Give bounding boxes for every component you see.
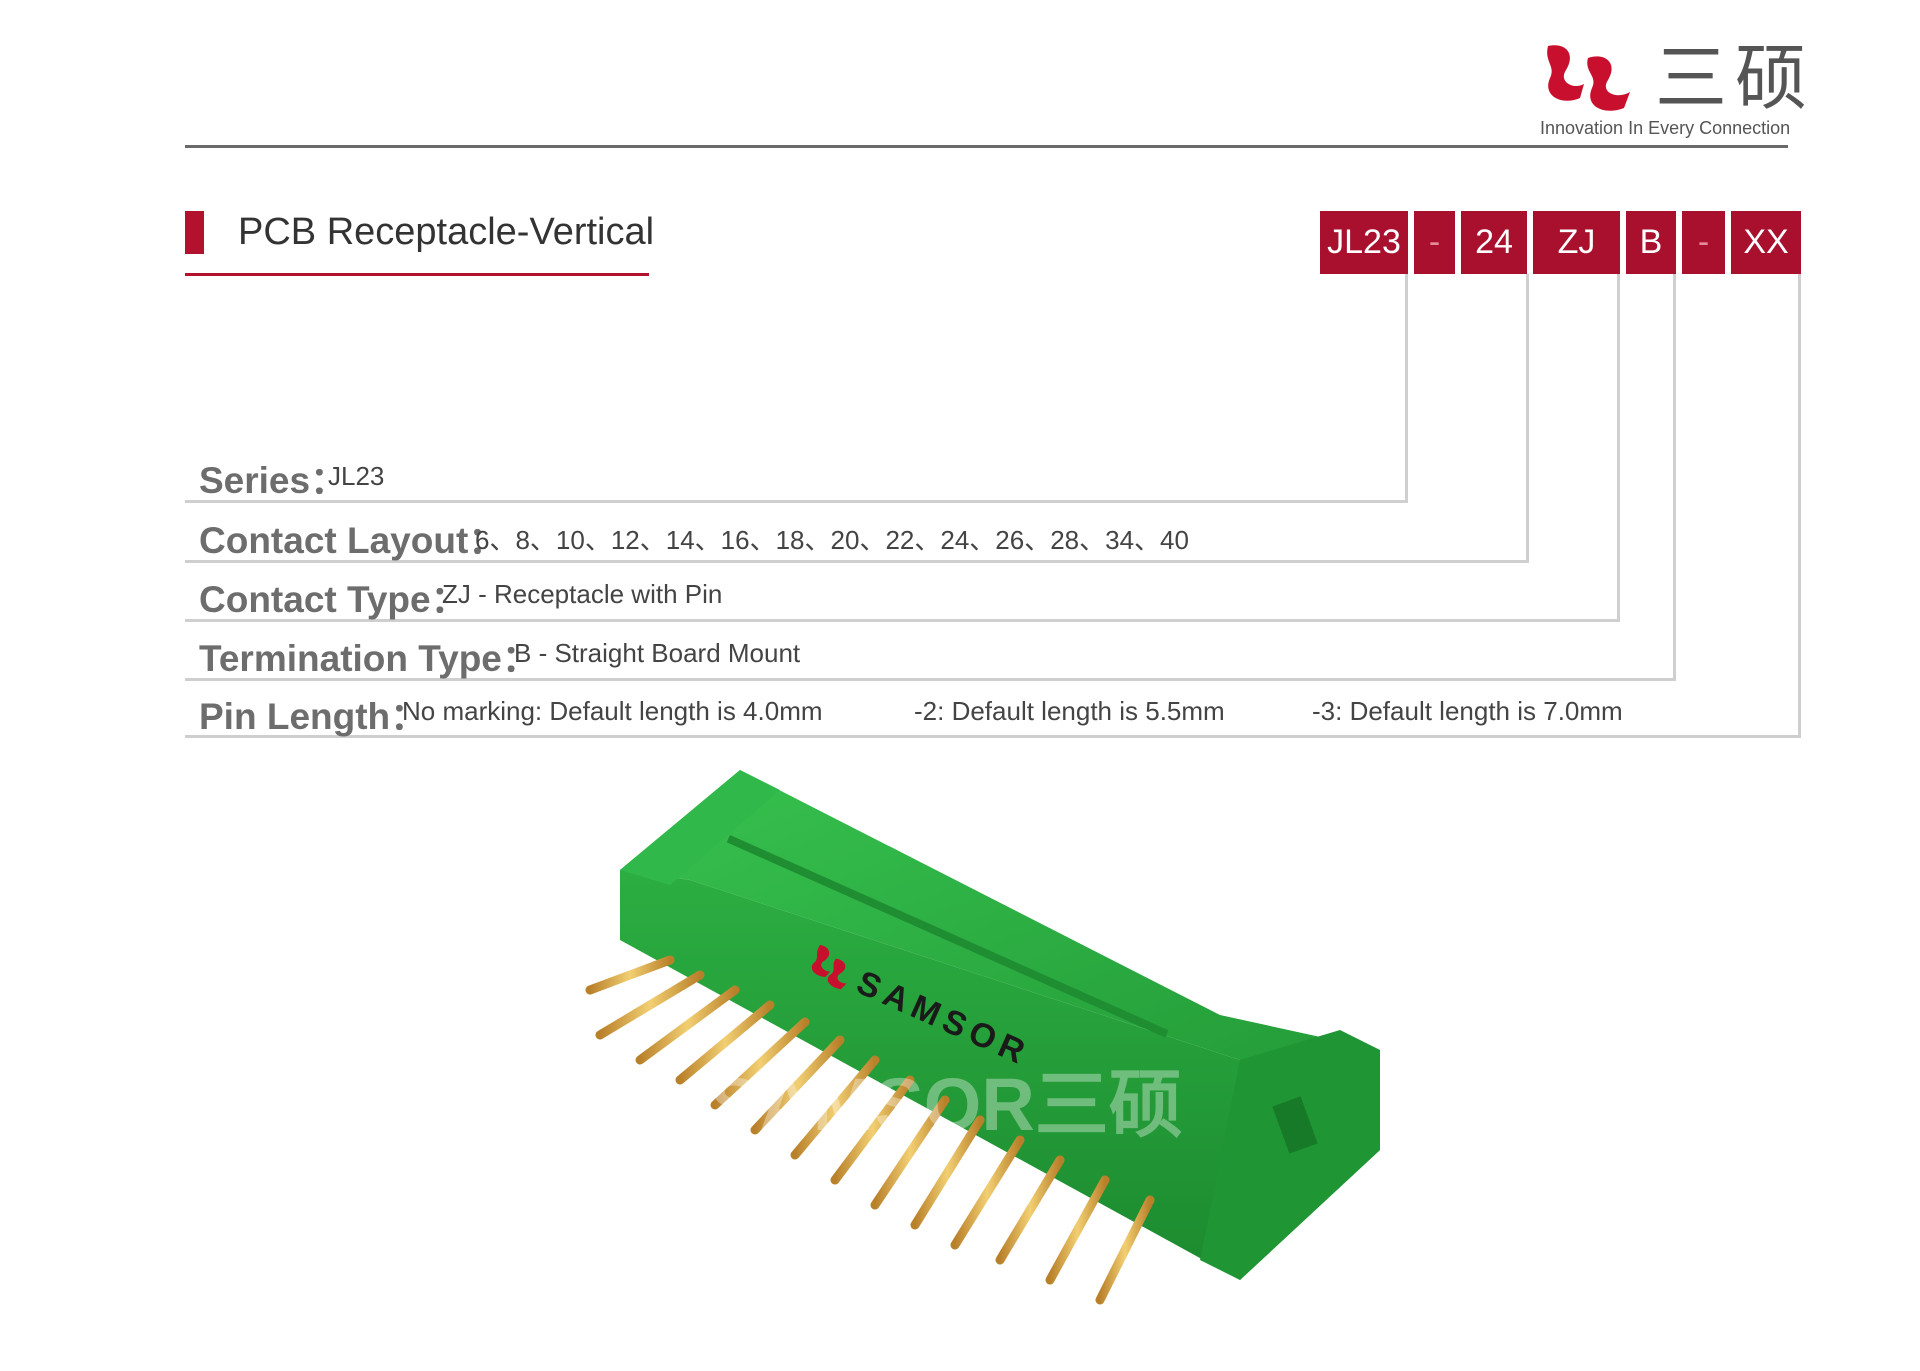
product-image: SAMSOR SAMSOR三硕 [585, 770, 1380, 1305]
connector-line [1526, 274, 1529, 563]
code-box-layout: 24 [1461, 211, 1527, 274]
code-box-termination: B [1626, 211, 1676, 274]
code-box-series: JL23 [1320, 211, 1408, 274]
ridge-group [726, 835, 1169, 1038]
series-label: Series： [199, 460, 348, 501]
pin-length-value-3: -3: Default length is 7.0mm [1312, 696, 1623, 726]
code-box-pin-length: XX [1731, 211, 1801, 274]
series-value: JL23 [328, 461, 385, 491]
title-marker [185, 211, 204, 254]
contact-type-label: Contact Type： [199, 579, 468, 620]
watermark-text: SAMSOR三硕 [710, 1063, 1183, 1146]
brand-name-cn: 三硕 [1655, 36, 1816, 120]
pin-length-value-2: -2: Default length is 5.5mm [914, 696, 1225, 726]
pin-length-value-default: No marking: Default length is 4.0mm [402, 696, 823, 726]
row-divider [185, 619, 1620, 622]
connector-line [1405, 274, 1408, 503]
termination-type-value: B - Straight Board Mount [514, 638, 801, 668]
connector-line [1617, 274, 1620, 622]
code-box-separator: - [1682, 211, 1725, 274]
contact-layout-value: 6、8、10、12、14、16、18、20、22、24、26、28、34、40 [475, 525, 1189, 555]
page-title: PCB Receptacle-Vertical [238, 211, 655, 253]
pin-length-label: Pin Length： [199, 696, 428, 737]
contact-type-value: ZJ - Receptacle with Pin [442, 579, 723, 609]
pin-group [585, 955, 1155, 1305]
title-underline [185, 273, 649, 276]
code-box-separator: - [1414, 211, 1455, 274]
row-divider [185, 560, 1529, 563]
connector-line [1673, 274, 1676, 681]
row-divider [185, 678, 1676, 681]
termination-type-label: Termination Type： [199, 638, 539, 679]
contact-layout-label: Contact Layout： [199, 520, 506, 561]
header-divider [185, 145, 1788, 148]
brand-tagline: Innovation In Every Connection [1540, 118, 1791, 138]
brand-logo-icon [1547, 45, 1630, 111]
connector-line [1798, 274, 1801, 738]
row-divider [185, 735, 1801, 738]
code-box-contact-type: ZJ [1533, 211, 1620, 274]
row-divider [185, 500, 1408, 503]
